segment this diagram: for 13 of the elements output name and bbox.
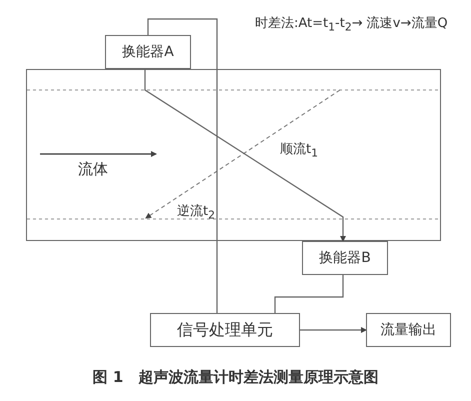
formula-text: 时差法:At=t$_{1}$-t$_{2}$→ 流速v→流量Q <box>255 15 448 34</box>
connector-line <box>144 69 346 242</box>
transducer-box: 换能器B <box>302 241 388 275</box>
transducer-box: 换能器A <box>105 35 191 69</box>
connector-line <box>147 18 218 313</box>
figure-caption: 图 1 超声波流量计时差法测量原理示意图 <box>92 368 380 387</box>
process-box: 信号处理单元 <box>150 313 300 347</box>
edge-label: 顺流t$_{1}$ <box>280 141 318 160</box>
fluid-label: 流体 <box>78 160 108 179</box>
path-label: 逆流t$_{2}$ <box>177 203 215 222</box>
connector-line <box>274 275 344 313</box>
output-box: 流量输出 <box>366 313 451 347</box>
connector-line <box>300 327 367 333</box>
